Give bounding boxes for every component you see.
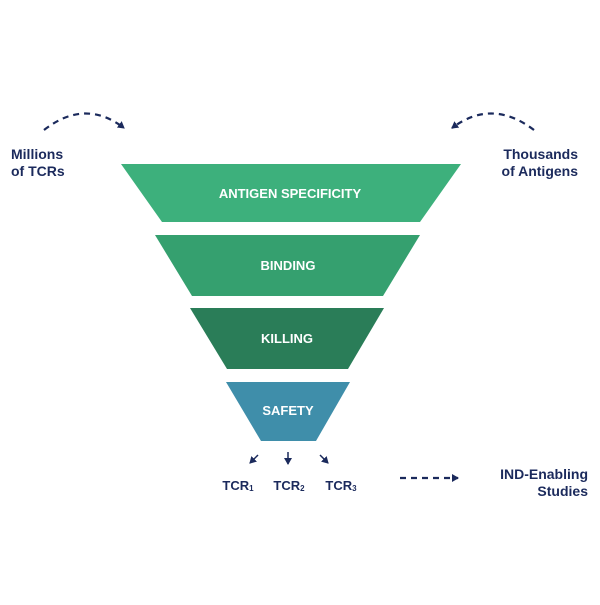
stage-safety bbox=[226, 382, 350, 441]
tcr-1-base: TCR bbox=[222, 478, 250, 493]
millions-of-tcrs-label: Millions of TCRs bbox=[11, 146, 101, 180]
tcr-2-sub: 2 bbox=[300, 484, 305, 493]
tcr-arrow-right-icon bbox=[319, 454, 329, 464]
left-curved-arrow-icon bbox=[43, 112, 125, 131]
of-tcrs-line: of TCRs bbox=[11, 163, 65, 179]
right-curved-arrow-icon bbox=[451, 112, 535, 131]
stage-killing bbox=[190, 308, 384, 369]
tcr-3-label: TCR3 bbox=[316, 478, 366, 493]
tcr-3-base: TCR bbox=[325, 478, 353, 493]
stage-label-safety: SAFETY bbox=[262, 403, 314, 418]
millions-line: Millions bbox=[11, 146, 64, 162]
ind-enabling-studies-label: IND-Enabling Studies bbox=[478, 466, 588, 500]
stage-label-killing: KILLING bbox=[261, 331, 313, 346]
stage-label-binding: BINDING bbox=[261, 258, 316, 273]
thousands-of-antigens-label: Thousands of Antigens bbox=[470, 146, 578, 180]
tcr-1-sub: 1 bbox=[249, 484, 254, 493]
tcr-2-base: TCR bbox=[273, 478, 301, 493]
thousands-line: Thousands bbox=[503, 146, 578, 162]
stage-binding bbox=[155, 235, 420, 296]
tcr-3-sub: 3 bbox=[352, 484, 357, 493]
tcr-arrow-left-icon bbox=[249, 454, 259, 464]
tcr-2-label: TCR2 bbox=[264, 478, 314, 493]
of-antigens-line: of Antigens bbox=[501, 163, 578, 179]
ind-enabling-line: IND-Enabling bbox=[500, 466, 588, 482]
tcr-1-label: TCR1 bbox=[213, 478, 263, 493]
stage-antigen-specificity bbox=[121, 164, 461, 222]
stage-label-antigen-specificity: ANTIGEN SPECIFICITY bbox=[219, 186, 362, 201]
studies-line: Studies bbox=[537, 483, 588, 499]
